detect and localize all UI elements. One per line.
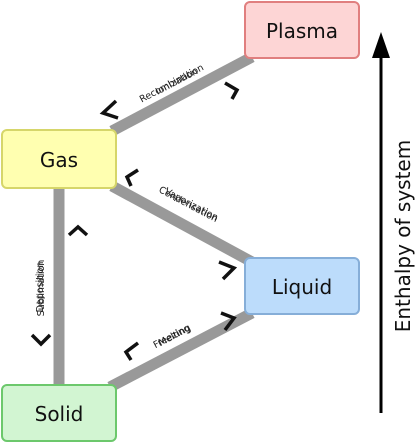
gas-label: Gas [40, 148, 78, 172]
liquid-node: Liquid [244, 257, 360, 315]
chevron-toward-gas-from-plasma [99, 99, 119, 120]
chevron-up-toward-gas [67, 224, 89, 237]
enthalpy-axis-label: Enthalpy of system [391, 140, 415, 332]
gas-box [1, 129, 117, 189]
plasma-box [244, 1, 360, 59]
label-gas-solid-b: Sublimation [36, 260, 47, 317]
chevron-toward-plasma-from-gas [224, 81, 240, 100]
solid-label: Solid [35, 402, 84, 426]
chevron-down-toward-solid [30, 333, 52, 347]
chevron-toward-solid-from-liquid [123, 341, 140, 361]
plasma-node: Plasma [244, 1, 360, 59]
arrow-up-icon [372, 32, 390, 58]
solid-box [1, 384, 117, 442]
plasma-label: Plasma [266, 19, 338, 43]
label-gas-solid-a: Deposition [35, 262, 46, 313]
liquid-box [244, 257, 360, 315]
gas-node: Gas [1, 129, 117, 189]
chevron-toward-liquid-from-solid [220, 311, 237, 332]
edge-gas-plasma [109, 52, 255, 136]
enthalpy-axis: Enthalpy of system [372, 32, 415, 413]
edge-gas-liquid [109, 181, 255, 267]
chevron-toward-liquid-from-gas [218, 260, 238, 281]
chevron-toward-gas-from-liquid [124, 168, 139, 187]
liquid-label: Liquid [272, 275, 332, 299]
solid-node: Solid [1, 384, 117, 442]
